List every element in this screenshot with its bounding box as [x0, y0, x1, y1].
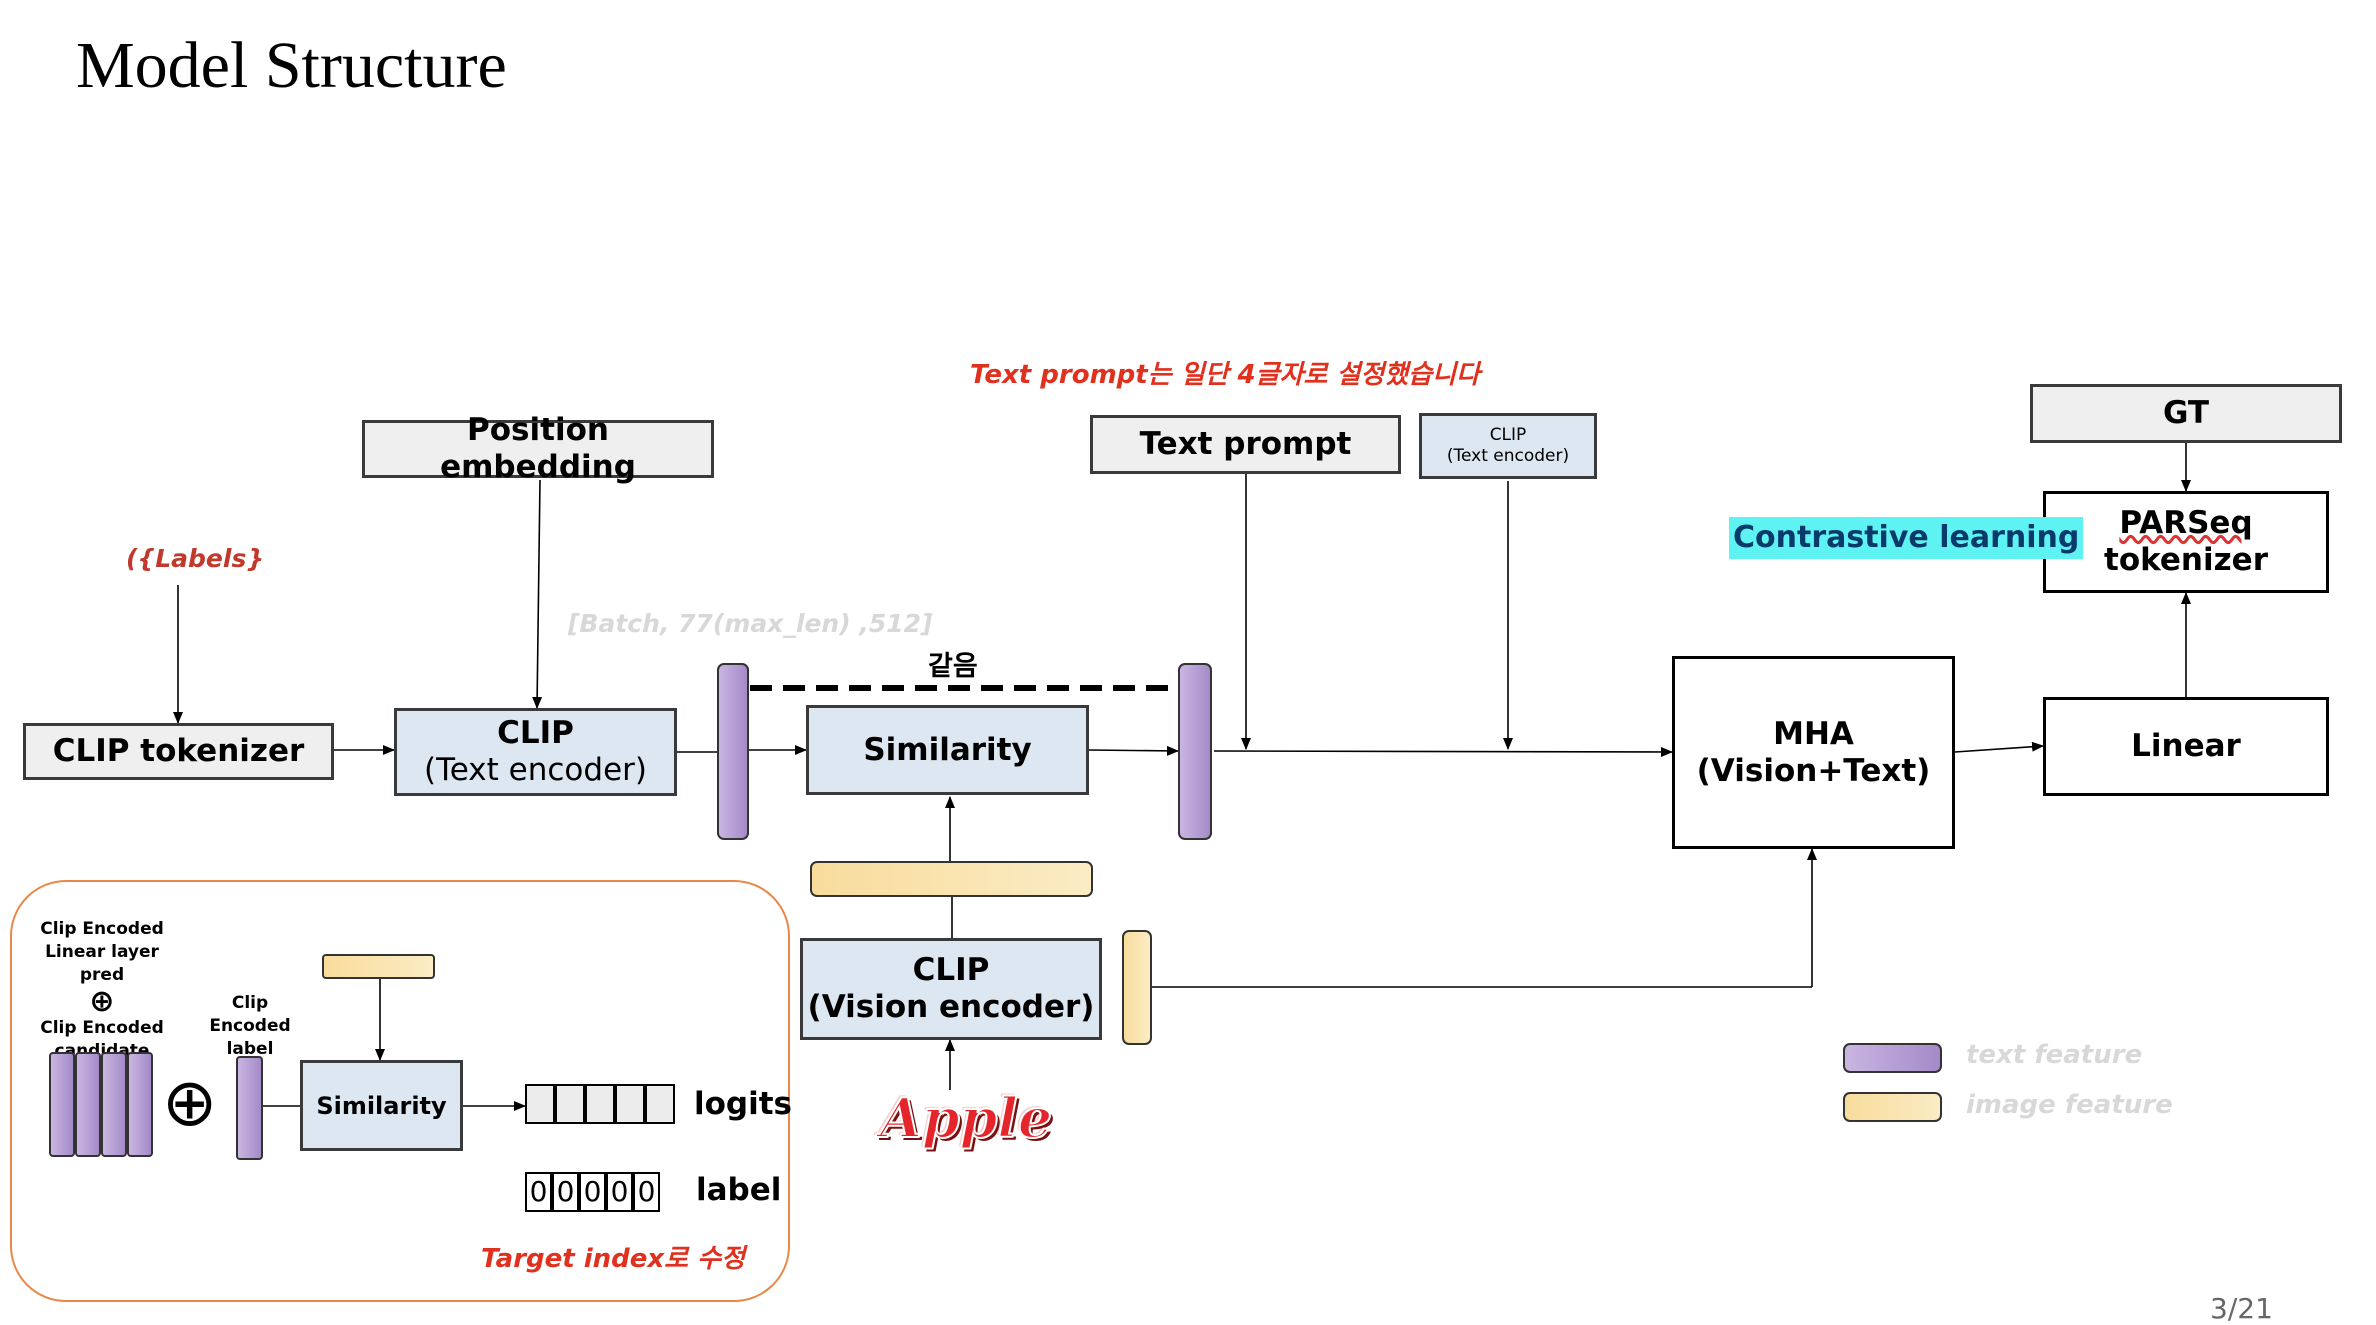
clip-tokenizer-box: CLIP tokenizer	[23, 723, 334, 780]
legend-image-feature-swatch	[1843, 1092, 1942, 1122]
logits-cell	[555, 1084, 585, 1124]
similarity-label: Similarity	[863, 731, 1032, 768]
logits-cell	[585, 1084, 615, 1124]
inset-label-text: Clip Encoded label	[190, 992, 310, 1061]
clip-vision-encoder-box: CLIP (Vision encoder)	[800, 938, 1102, 1040]
label-digit: 0	[606, 1172, 633, 1212]
inset-similarity-box: Similarity	[300, 1060, 463, 1151]
apple-logo-image: Apple	[879, 1085, 1053, 1151]
inset-label-line1: Clip Encoded	[209, 993, 291, 1036]
logits-cell	[645, 1084, 675, 1124]
label-cells: 0 0 0 0 0	[525, 1172, 660, 1212]
logits-cells	[525, 1084, 675, 1124]
inset-panel	[10, 880, 790, 1302]
text-prompt-label: Text prompt	[1139, 426, 1352, 462]
inset-encoded-line1: Clip Encoded	[40, 919, 164, 939]
label-digit: 0	[552, 1172, 579, 1212]
inset-encoded-line2: Linear layer pred	[45, 942, 159, 985]
clip-small-title: CLIP	[1489, 425, 1527, 445]
batch-shape-note: [Batch, 77(max_len) ,512]	[568, 609, 933, 638]
linear-box: Linear	[2043, 697, 2329, 796]
label-digit: 0	[525, 1172, 552, 1212]
parseq-sub: tokenizer	[2104, 542, 2268, 578]
logits-cell	[615, 1084, 645, 1124]
label-feature-bar	[236, 1056, 263, 1160]
clip-vision-title: CLIP	[912, 952, 990, 988]
candidate-bar	[75, 1052, 101, 1157]
page-number: 3/21	[2210, 1292, 2273, 1325]
position-embedding-box: Position embedding	[362, 412, 714, 485]
text-prompt-box: Text prompt	[1090, 415, 1401, 474]
oplus-large-icon: ⊕	[162, 1064, 218, 1141]
clip-small-sub: (Text encoder)	[1446, 446, 1570, 466]
label-text: label	[696, 1172, 782, 1208]
target-index-note: Target index로 수정	[481, 1244, 745, 1274]
legend-text-feature-label: text feature	[1966, 1040, 2143, 1070]
slide-title: Model Structure	[76, 29, 507, 102]
mha-sub: (Vision+Text)	[1696, 752, 1931, 789]
candidate-bar	[101, 1052, 127, 1157]
clip-small-text-encoder-box: CLIP (Text encoder)	[1419, 413, 1597, 479]
inset-image-feature-bar	[322, 954, 435, 979]
gt-box: GT	[2030, 384, 2342, 443]
inset-label-line2: label	[226, 1039, 274, 1059]
text-feature-bar	[717, 663, 749, 840]
image-feature-bar-vertical	[1122, 930, 1152, 1045]
text-feature-bar-2	[1178, 663, 1212, 840]
clip-vision-sub: (Vision encoder)	[807, 989, 1095, 1025]
clip-text-encoder-title: CLIP	[497, 715, 574, 751]
label-digit: 0	[579, 1172, 606, 1212]
mha-box: MHA (Vision+Text)	[1672, 656, 1955, 849]
candidate-bar	[127, 1052, 153, 1157]
parseq-title: PARSeq	[2119, 505, 2253, 541]
contrastive-learning-label: Contrastive learning	[1729, 517, 2084, 559]
clip-text-encoder-sub: (Text encoder)	[424, 752, 647, 788]
legend-text-feature-swatch	[1843, 1043, 1942, 1073]
labels-note: ({Labels}	[126, 544, 265, 573]
text-prompt-note: Text prompt는 일단 4글자로 설정했습니다	[970, 360, 1480, 390]
linear-label: Linear	[2131, 728, 2241, 764]
parseq-tokenizer-box: PARSeq tokenizer	[2043, 491, 2329, 593]
logits-cell	[525, 1084, 555, 1124]
inset-similarity-label: Similarity	[316, 1091, 447, 1120]
same-label: 같음	[928, 651, 978, 682]
inset-candidate-line1: Clip Encoded	[40, 1018, 164, 1038]
legend-image-feature-label: image feature	[1966, 1090, 2173, 1120]
image-feature-bar	[810, 861, 1093, 897]
inset-encoded-pred-text: Clip Encoded Linear layer pred ⊕ Clip En…	[28, 918, 176, 1063]
clip-tokenizer-label: CLIP tokenizer	[52, 733, 305, 769]
position-embedding-label: Position embedding	[440, 412, 636, 485]
candidate-bar	[49, 1052, 75, 1157]
similarity-box: Similarity	[806, 705, 1089, 795]
label-digit: 0	[633, 1172, 660, 1212]
candidate-feature-stack	[49, 1052, 153, 1157]
gt-label: GT	[2162, 395, 2210, 431]
inset-oplus-small: ⊕	[89, 984, 115, 1019]
logits-label: logits	[694, 1086, 793, 1122]
clip-text-encoder-box: CLIP (Text encoder)	[394, 708, 677, 796]
mha-title: MHA	[1773, 715, 1854, 752]
